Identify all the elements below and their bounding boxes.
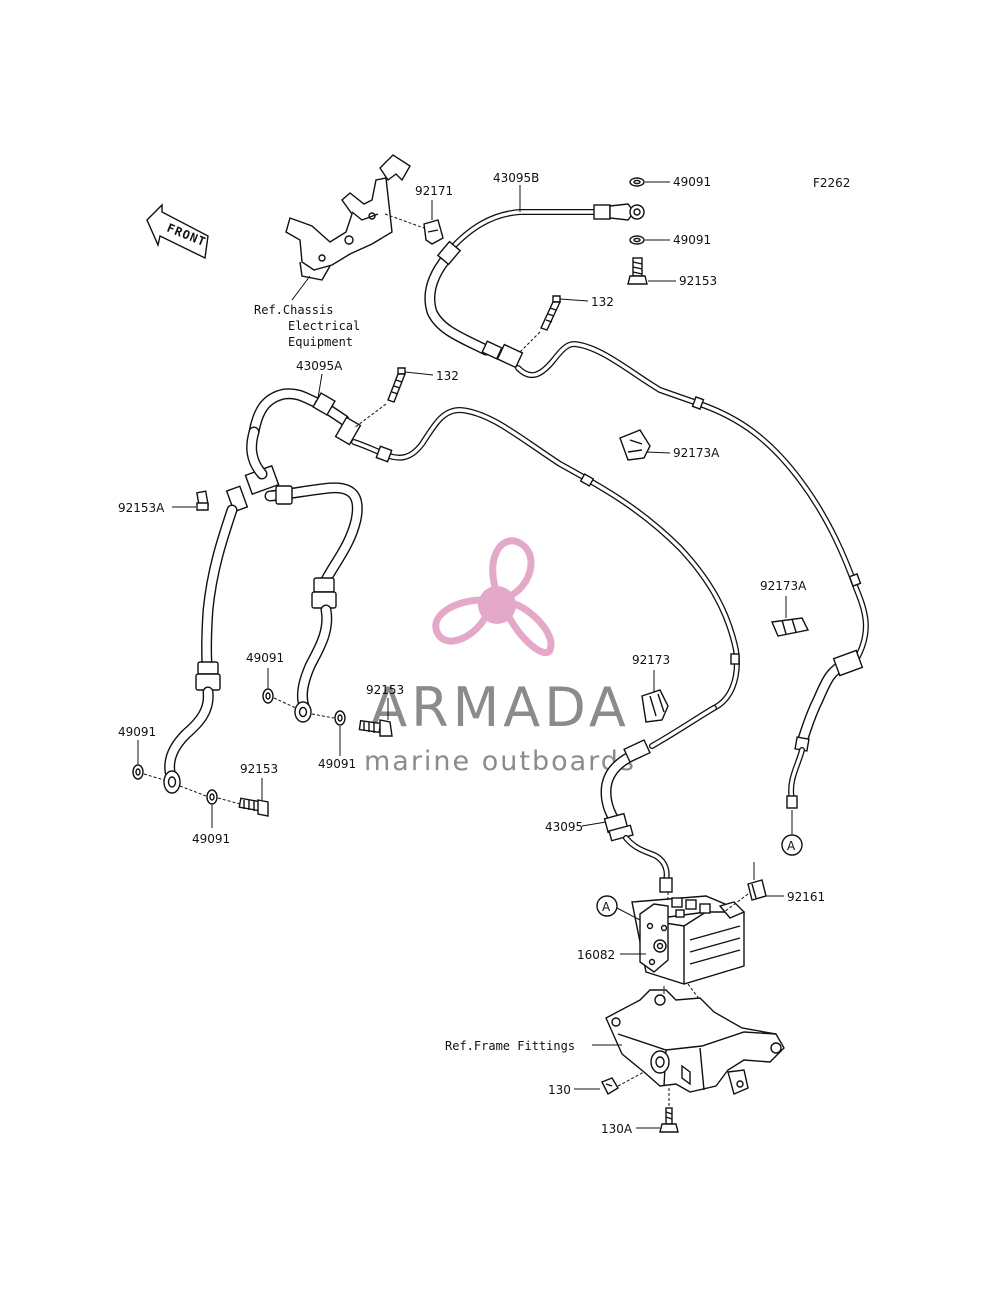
- bolt-132-upper: [540, 295, 562, 331]
- callout-bolt-top: 92153: [679, 274, 717, 288]
- callout-bolt-left: 92153: [240, 762, 278, 776]
- callout-washer-top-b: 49091: [673, 233, 711, 247]
- washer-top-a: [629, 177, 645, 187]
- ref-chassis-line1: Ref.Chassis: [254, 303, 333, 317]
- clamp-92171: [423, 219, 444, 245]
- ref-chassis-line3: Equipment: [288, 335, 353, 349]
- callout-clamp-top: 92171: [415, 184, 453, 198]
- banjo-mid: [294, 701, 312, 723]
- clamp-92173a-lower: [770, 617, 810, 637]
- callout-bolt-130a: 130A: [601, 1122, 633, 1136]
- callout-clamp-a1: 92173A: [673, 446, 720, 460]
- callout-hose-b: 43095B: [493, 171, 539, 185]
- washer-low: [206, 789, 218, 805]
- callout-bracket-plate: 92161: [787, 890, 825, 904]
- callout-joint-a-right: A: [787, 839, 796, 853]
- washer-top-b: [629, 235, 645, 245]
- bolt-left: [238, 797, 269, 817]
- callout-bolt-132-a: 132: [591, 295, 614, 309]
- joint-a-right: A: [781, 834, 803, 856]
- washer-mid-a: [262, 688, 274, 704]
- bolt-132-lower: [387, 367, 407, 403]
- bolt-130a: [659, 1107, 679, 1133]
- watermark-tagline: marine outboards: [364, 746, 636, 777]
- callout-washer-low: 49091: [192, 832, 230, 846]
- callout-bolt-mid: 92153: [366, 683, 404, 697]
- watermark-brand: ARMADA: [370, 676, 630, 739]
- callout-joint-a-left: A: [602, 900, 611, 914]
- bolt-mid: [358, 719, 393, 737]
- callout-bolt-130: 130: [548, 1083, 571, 1097]
- callout-bleeder: 92153A: [118, 501, 165, 515]
- clamp-92173a-upper: [619, 429, 651, 461]
- callout-clamp-mid: 92173: [632, 653, 670, 667]
- ref-frame-fittings: Ref.Frame Fittings: [445, 1039, 575, 1053]
- bolt-130: [601, 1077, 619, 1095]
- callout-abs-unit: 16082: [577, 948, 615, 962]
- frame-bracket: [605, 989, 785, 1095]
- callout-washer-left: 49091: [118, 725, 156, 739]
- callout-hose-a: 43095A: [296, 359, 343, 373]
- abs-unit: [631, 895, 746, 985]
- front-arrow-icon: FRONT: [146, 203, 209, 260]
- joint-a-left: A: [596, 895, 618, 917]
- callout-bolt-132-b: 132: [436, 369, 459, 383]
- callout-washer-top-a: 49091: [673, 175, 711, 189]
- callout-washer-mid-a: 49091: [246, 651, 284, 665]
- callout-washer-mid-b: 49091: [318, 757, 356, 771]
- ref-chassis-line2: Electrical: [288, 319, 360, 333]
- washer-left: [132, 764, 144, 780]
- washer-mid-b: [334, 710, 346, 726]
- bleeder-92153a: [196, 490, 209, 511]
- clamp-92173: [641, 689, 669, 723]
- chassis-bracket: [285, 154, 411, 281]
- callout-clamp-a2: 92173A: [760, 579, 807, 593]
- banjo-left: [163, 770, 181, 794]
- bolt-top: [627, 257, 648, 285]
- diagram-code: F2262: [813, 176, 850, 190]
- callout-hose-main: 43095: [545, 820, 583, 834]
- armada-logo: [432, 537, 555, 656]
- bracket-plate-92161: [747, 879, 767, 901]
